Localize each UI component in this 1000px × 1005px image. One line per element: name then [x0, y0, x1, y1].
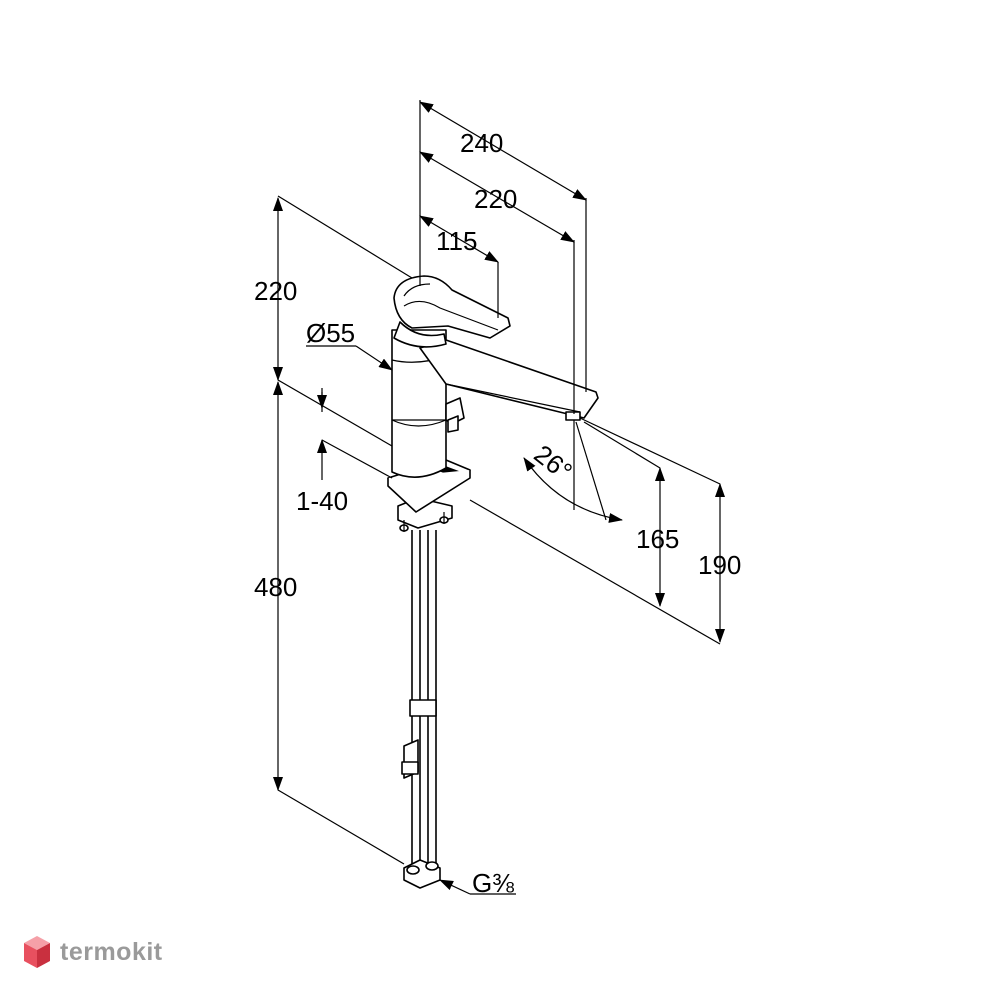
dim-thread-label: G⅜	[472, 868, 514, 898]
dim-220-left-label: 220	[254, 276, 297, 306]
dim-190-label: 190	[698, 550, 741, 580]
dim-1-40-label: 1-40	[296, 486, 348, 516]
faucet-body	[387, 275, 599, 889]
cylinder-body	[391, 329, 447, 478]
hexagon-logo-icon	[24, 936, 50, 968]
dim-240-label: 240	[460, 128, 503, 158]
dimension-lines	[273, 100, 725, 895]
lever-handle	[393, 275, 511, 348]
dim-480-label: 480	[254, 572, 297, 602]
dim-220-top-label: 220	[474, 184, 517, 214]
dim-165-label: 165	[636, 524, 679, 554]
supply-hoses	[401, 530, 441, 889]
side-knob	[445, 397, 465, 433]
termokit-watermark: termokit	[22, 934, 163, 970]
brand-name: termokit	[60, 937, 163, 966]
dim-115-label: 115	[436, 226, 477, 256]
dim-diameter-label: Ø55	[306, 318, 355, 348]
dim-angle-label: 26°	[529, 439, 578, 487]
base-plate	[387, 459, 471, 513]
dimension-labels: 240 220 115 220 Ø55 1-40 480 26° 165 190…	[254, 128, 741, 898]
